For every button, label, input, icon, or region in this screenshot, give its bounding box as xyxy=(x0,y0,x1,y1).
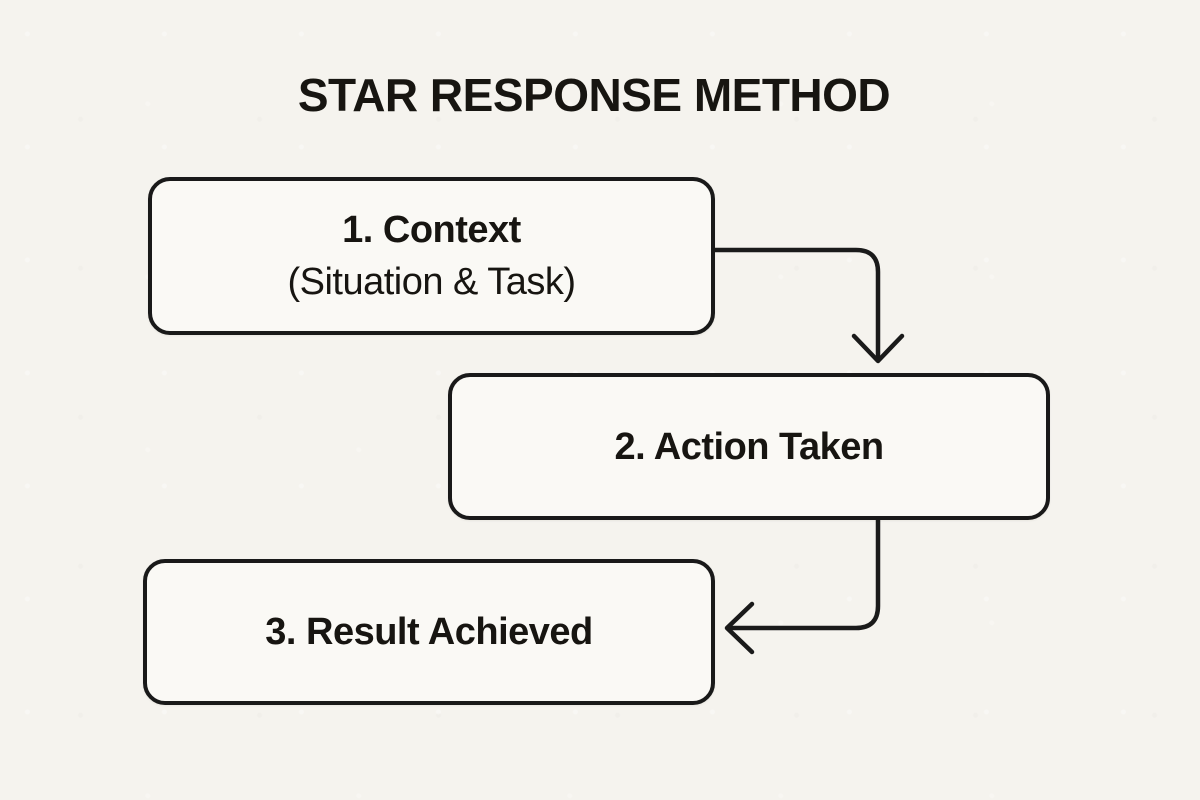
flow-box-action-title: 2. Action Taken xyxy=(614,425,884,468)
flow-box-context-title: 1. Context xyxy=(342,209,521,251)
flow-box-result: 3. Result Achieved xyxy=(143,559,715,705)
arrow-context-to-action xyxy=(711,247,905,364)
flow-box-context-subtitle: (Situation & Task) xyxy=(287,261,576,303)
arrow-left-chevron-icon xyxy=(724,601,755,655)
flow-box-context: 1. Context (Situation & Task) xyxy=(148,177,715,335)
flow-box-result-title: 3. Result Achieved xyxy=(265,611,593,653)
arrow-action-to-result xyxy=(724,517,881,655)
arrow-down-chevron-icon xyxy=(851,333,905,364)
flow-box-action: 2. Action Taken xyxy=(448,373,1050,520)
arrow-context-to-action-line xyxy=(711,247,881,359)
arrow-action-to-result-line xyxy=(726,517,881,631)
diagram-title: STAR RESPONSE METHOD xyxy=(297,69,891,121)
